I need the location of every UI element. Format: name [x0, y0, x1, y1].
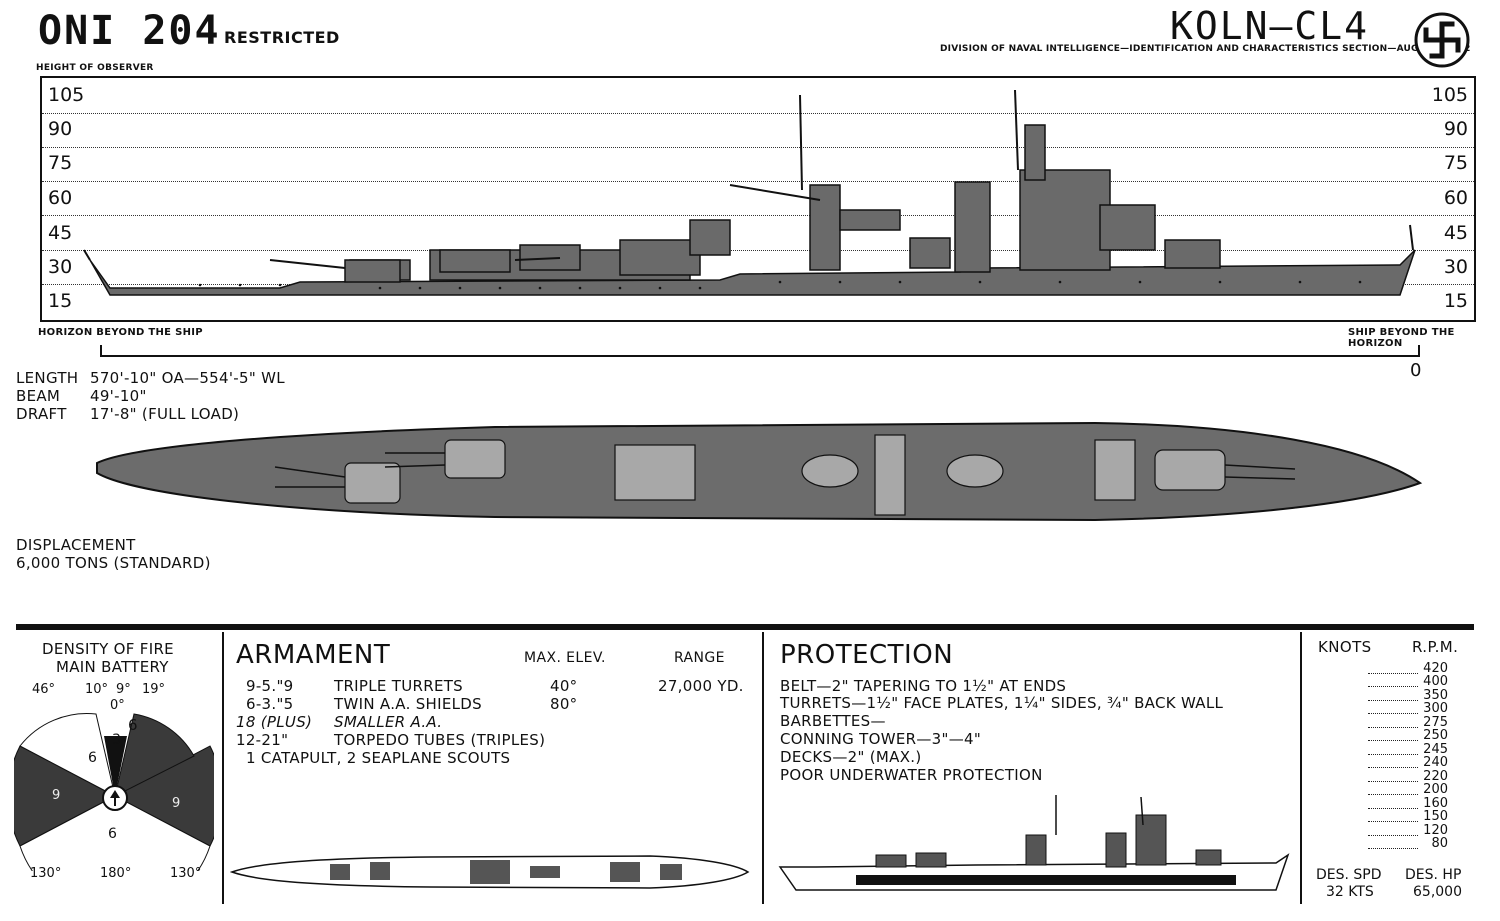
rpm-275: 275	[1423, 715, 1448, 730]
angle-10: 10°	[85, 682, 109, 697]
swastika-emblem-icon	[1414, 12, 1470, 68]
displacement-label: DISPLACEMENT	[16, 536, 136, 554]
rpm-160: 160	[1423, 796, 1448, 811]
design-speed-label: DES. SPD	[1316, 867, 1382, 883]
height-tick-75-right: 75	[1443, 152, 1468, 174]
height-tick-60: 60	[48, 187, 73, 209]
armament-elev-0: 40°	[550, 677, 578, 695]
rpm-80: 80	[1431, 836, 1448, 851]
knots-header: KNOTS	[1318, 638, 1372, 656]
armament-desc-0: TRIPLE TURRETS	[334, 677, 464, 695]
displacement-value: 6,000 TONS (STANDARD)	[16, 554, 211, 572]
ship-profile-illustration	[80, 89, 1420, 320]
height-tick-45: 45	[48, 222, 73, 244]
density-seg-9-left: 9	[52, 788, 61, 803]
length-value: 570'-10" OA—554'-5" WL	[90, 369, 285, 387]
scale-zero-label: 0	[1410, 360, 1422, 381]
density-seg-9-right: 9	[172, 796, 181, 811]
rpm-240: 240	[1423, 755, 1448, 770]
angle-19: 19°	[142, 682, 166, 697]
armament-desc-2: SMALLER A.A.	[334, 713, 443, 731]
density-seg-6-top-left: 6	[88, 750, 97, 766]
angle-9: 9°	[116, 682, 131, 697]
rpm-250: 250	[1423, 728, 1448, 743]
protection-line-3: CONNING TOWER—3"—4"	[780, 730, 982, 748]
height-tick-45-right: 45	[1443, 222, 1468, 244]
height-tick-90: 90	[48, 118, 73, 140]
height-tick-30-right: 30	[1443, 256, 1468, 278]
panel-separator-1	[222, 632, 224, 904]
density-title-line1: DENSITY OF FIRE	[42, 640, 174, 658]
beam-value: 49'-10"	[90, 387, 147, 405]
rpm-400: 400	[1423, 674, 1448, 689]
angle-0: 0°	[110, 698, 125, 713]
density-title-line2: MAIN BATTERY	[56, 658, 169, 676]
height-of-observer-label: HEIGHT OF OBSERVER	[36, 63, 154, 73]
height-tick-15-right: 15	[1443, 290, 1468, 312]
rpm-200: 200	[1423, 782, 1448, 797]
design-speed-value: 32 KTS	[1326, 884, 1374, 900]
rpm-header: R.P.M.	[1412, 638, 1459, 656]
density-seg-6-bottom: 6	[108, 826, 117, 842]
angle-180: 180°	[100, 866, 132, 881]
height-tick-90-right: 90	[1443, 118, 1468, 140]
angle-46: 46°	[32, 682, 56, 697]
length-label: LENGTH	[16, 369, 79, 387]
rpm-220: 220	[1423, 769, 1448, 784]
rpm-150: 150	[1423, 809, 1448, 824]
classification-label: RESTRICTED	[224, 28, 340, 47]
height-tick-105-right: 105	[1431, 84, 1468, 106]
angle-130-right: 130°	[170, 866, 202, 881]
ship-plan-illustration	[95, 405, 1425, 535]
panel-separator-3	[1300, 632, 1302, 904]
armament-elev-1: 80°	[550, 695, 578, 713]
armament-range-0: 27,000 YD.	[658, 677, 744, 695]
protection-line-2: BARBETTES—	[780, 712, 886, 730]
height-tick-30: 30	[48, 256, 73, 278]
ship-title: KOLN—CL4	[1170, 4, 1370, 48]
rpm-300: 300	[1423, 701, 1448, 716]
draft-label: DRAFT	[16, 405, 67, 423]
ship-armor-profile-illustration	[776, 795, 1292, 895]
design-hp-label: DES. HP	[1405, 867, 1462, 883]
length-scale-bar	[100, 345, 1420, 357]
height-tick-60-right: 60	[1443, 187, 1468, 209]
armament-desc-3: TORPEDO TUBES (TRIPLES)	[334, 731, 546, 749]
protection-line-5: POOR UNDERWATER PROTECTION	[780, 766, 1043, 784]
draft-value: 17'-8" (FULL LOAD)	[90, 405, 240, 423]
rpm-420: 420	[1423, 661, 1448, 676]
protection-line-4: DECKS—2" (MAX.)	[780, 748, 922, 766]
armament-qty-3: 12-21"	[236, 731, 289, 749]
height-tick-15: 15	[48, 290, 73, 312]
armament-desc-1: TWIN A.A. SHIELDS	[334, 695, 482, 713]
protection-line-0: BELT—2" TAPERING TO 1½" AT ENDS	[780, 677, 1067, 695]
density-of-fire-diagram	[7, 706, 223, 916]
armament-qty-1: 6-3."5	[246, 695, 294, 713]
ship-plan-small-illustration	[229, 852, 750, 892]
armament-qty-0: 9-5."9	[246, 677, 294, 695]
rpm-120: 120	[1423, 823, 1448, 838]
document-subtitle: DIVISION OF NAVAL INTELLIGENCE—IDENTIFIC…	[940, 44, 1471, 54]
armament-col-elev: MAX. ELEV.	[524, 650, 606, 666]
armament-qty-4: 1 CATAPULT, 2 SEAPLANE SCOUTS	[246, 749, 511, 767]
rpm-350: 350	[1423, 688, 1448, 703]
rpm-245: 245	[1423, 742, 1448, 757]
height-tick-75: 75	[48, 152, 73, 174]
protection-line-1: TURRETS—1½" FACE PLATES, 1¼" SIDES, ¾" B…	[780, 694, 1224, 712]
ship-beyond-horizon-label: SHIP BEYOND THE HORIZON	[1348, 327, 1455, 349]
angle-130-left: 130°	[30, 866, 62, 881]
document-id: ONI 204	[38, 8, 221, 54]
armament-qty-2: 18 (PLUS)	[236, 713, 313, 731]
height-tick-105: 105	[48, 84, 85, 106]
horizon-beyond-ship-label: HORIZON BEYOND THE SHIP	[38, 327, 203, 338]
panel-separator-2	[762, 632, 764, 904]
armament-title: ARMAMENT	[236, 640, 391, 670]
armament-col-range: RANGE	[674, 650, 725, 666]
density-seg-6-top-right: 6	[128, 716, 138, 734]
beam-label: BEAM	[16, 387, 61, 405]
density-seg-3: 3	[112, 732, 121, 748]
protection-title: PROTECTION	[780, 640, 954, 670]
design-hp-value: 65,000	[1413, 884, 1462, 900]
section-divider	[16, 624, 1474, 630]
